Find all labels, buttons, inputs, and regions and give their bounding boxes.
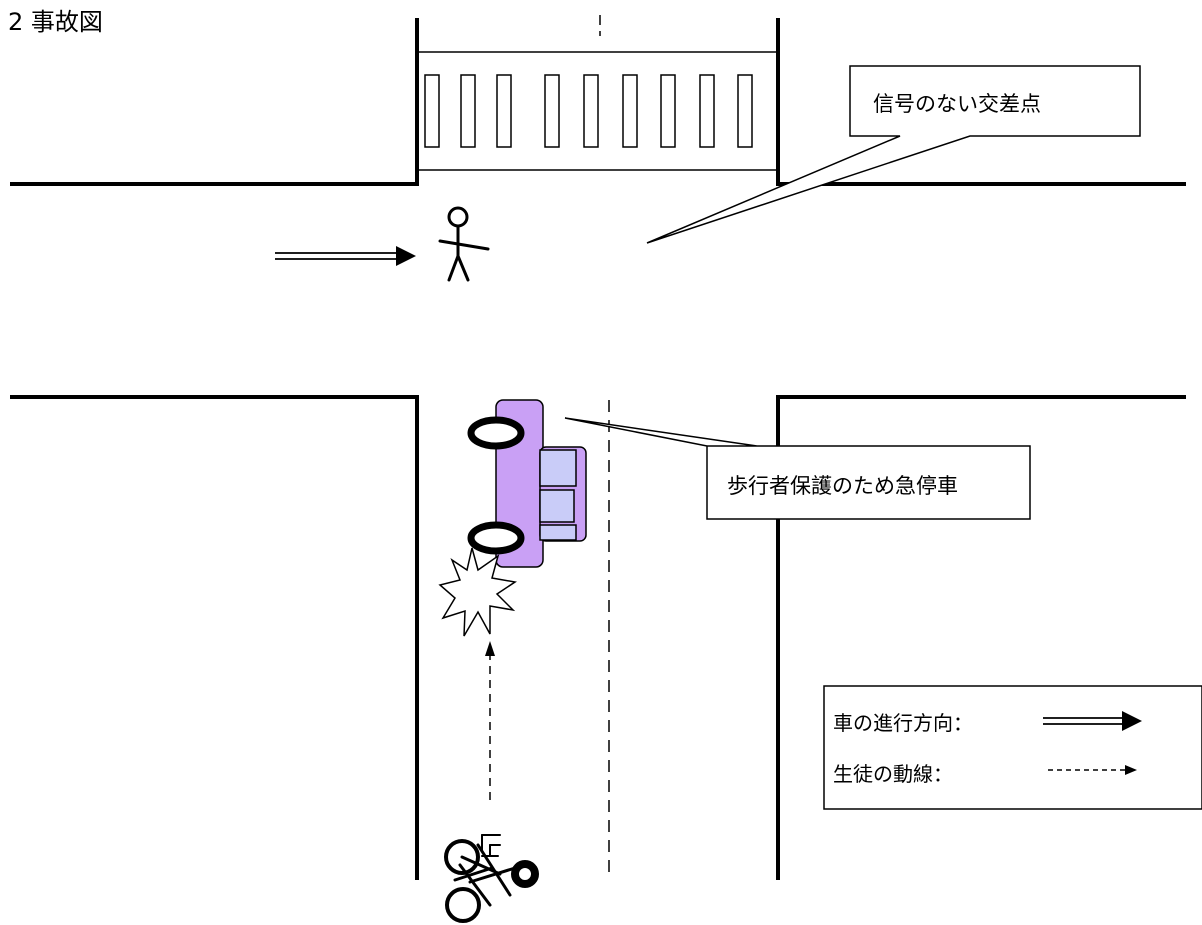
pedestrian-icon	[438, 206, 490, 282]
car-window	[539, 489, 575, 523]
legend-dashed-arrow-icon	[1048, 765, 1137, 775]
car-wheel	[467, 521, 525, 555]
legend	[823, 685, 1202, 810]
road-edge-bottom-left	[10, 395, 419, 880]
road-edge-bottom-right	[776, 395, 1186, 880]
legend-car-direction-label: 車の進行方向：	[833, 711, 973, 735]
intersection-callout	[646, 65, 1141, 244]
page-title: 2 事故図	[8, 8, 103, 36]
stop-callout	[564, 417, 1031, 520]
car-window	[539, 524, 577, 541]
crosswalk	[419, 51, 776, 171]
legend-double-arrow-icon	[1043, 711, 1142, 731]
car-icon	[467, 399, 587, 568]
car-wheel	[467, 416, 525, 450]
legend-student-path-label: 生徒の動線：	[833, 762, 953, 786]
road-edge-top-left	[10, 18, 419, 186]
stop-label: 歩行者保護のため急停車	[727, 474, 958, 498]
road-edge-top-right	[776, 18, 1186, 186]
collision-icon	[438, 547, 517, 637]
dashed-arrow-icon	[485, 641, 495, 800]
bicycle-icon	[444, 834, 539, 923]
intersection-label: 信号のない交差点	[873, 92, 1041, 116]
road-edges	[10, 18, 1186, 880]
car-window	[539, 449, 577, 487]
double-arrow-icon	[275, 246, 416, 266]
